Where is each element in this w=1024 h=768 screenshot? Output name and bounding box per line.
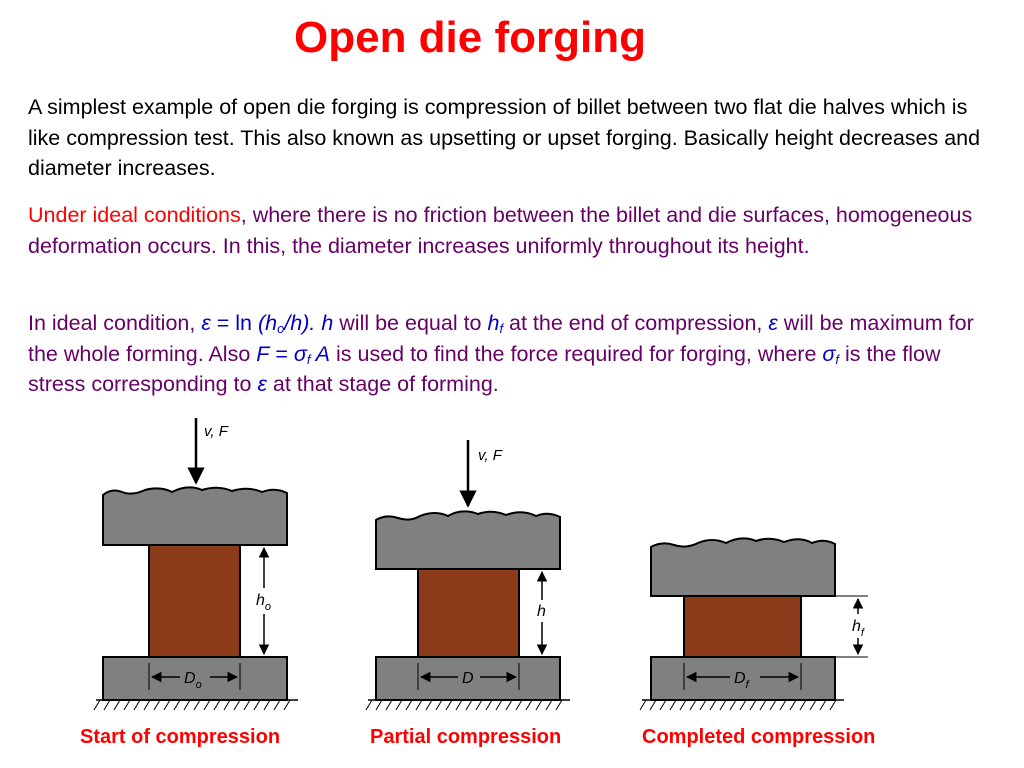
final-height-symbol: h bbox=[487, 311, 500, 335]
formula-text-2: will be equal to bbox=[333, 311, 488, 335]
diameter-label-2: D bbox=[462, 670, 474, 687]
formula-text-7: at that stage of forming. bbox=[266, 372, 499, 396]
ratio-close: /h). bbox=[284, 311, 322, 335]
formula-text-6: is the flow stress corresponding to bbox=[28, 341, 941, 397]
stage-completed-compression: hf Df bbox=[639, 537, 876, 711]
strain-symbol-3: ε bbox=[257, 372, 267, 396]
billet-3 bbox=[683, 595, 802, 658]
stage-partial-compression: v, F h D bbox=[365, 440, 570, 711]
height-label-3: hf bbox=[852, 618, 865, 639]
equals-sign: = bbox=[210, 311, 236, 335]
formula-text-5: is used to find the force required for f… bbox=[330, 341, 823, 366]
intro-paragraph: A simplest example of open die forging i… bbox=[28, 95, 981, 180]
flow-stress-subscript-2: f bbox=[835, 351, 839, 367]
strain-symbol: ε bbox=[201, 311, 211, 335]
billet-2 bbox=[417, 568, 520, 658]
caption-start-of-compression: Start of compression bbox=[80, 726, 281, 748]
ideal-conditions-highlight: Under ideal conditions bbox=[28, 203, 241, 227]
final-height-subscript: f bbox=[499, 321, 504, 337]
upper-die-3 bbox=[650, 537, 836, 597]
area-symbol: A bbox=[310, 341, 331, 366]
ideal-condition-formula-paragraph: In ideal condition, ε = ln (ho/h). h wil… bbox=[28, 308, 998, 400]
hatched-ground-1 bbox=[93, 699, 298, 711]
billet-1 bbox=[148, 544, 241, 658]
caption-completed-compression: Completed compression bbox=[642, 726, 876, 748]
formula-text-3: at the end of compression, bbox=[503, 311, 769, 335]
equals-sign-2: = bbox=[269, 341, 294, 366]
formula-text-4: will be maximum for the whole forming. A… bbox=[28, 311, 974, 366]
upper-die-2 bbox=[375, 510, 561, 570]
force-symbol: F bbox=[256, 341, 270, 366]
page-title: Open die forging bbox=[294, 13, 646, 62]
flow-stress-symbol-2: σ bbox=[822, 341, 836, 366]
strain-symbol-2: ε bbox=[768, 311, 778, 335]
forging-stages-diagram: v, F ho Do v, F h D bbox=[93, 418, 876, 711]
diameter-label-1: Do bbox=[184, 670, 202, 691]
caption-partial-compression: Partial compression bbox=[370, 726, 562, 748]
load-label-2: v, F bbox=[478, 447, 503, 464]
height-symbol: h bbox=[321, 311, 334, 335]
load-label-1: v, F bbox=[204, 423, 229, 440]
flow-stress-symbol: σ bbox=[293, 341, 307, 366]
ideal-conditions-paragraph: Under ideal conditions, where there is n… bbox=[28, 200, 998, 261]
flow-stress-subscript: f bbox=[306, 351, 311, 367]
stage-start-of-compression: v, F ho Do bbox=[93, 418, 298, 711]
hatched-ground-2 bbox=[365, 699, 570, 711]
hatched-ground-3 bbox=[639, 699, 844, 711]
ratio-subscript: o bbox=[277, 321, 285, 337]
formula-text-1: In ideal condition, bbox=[28, 311, 202, 335]
ideal-conditions-text: , where there is no friction between the… bbox=[28, 203, 973, 258]
height-label-2: h bbox=[537, 603, 546, 620]
ratio-open: (h bbox=[252, 311, 278, 335]
ln-function: ln bbox=[235, 311, 253, 335]
diameter-label-3: Df bbox=[734, 670, 750, 691]
upper-die-1 bbox=[102, 486, 288, 546]
height-label-1: ho bbox=[256, 592, 271, 613]
